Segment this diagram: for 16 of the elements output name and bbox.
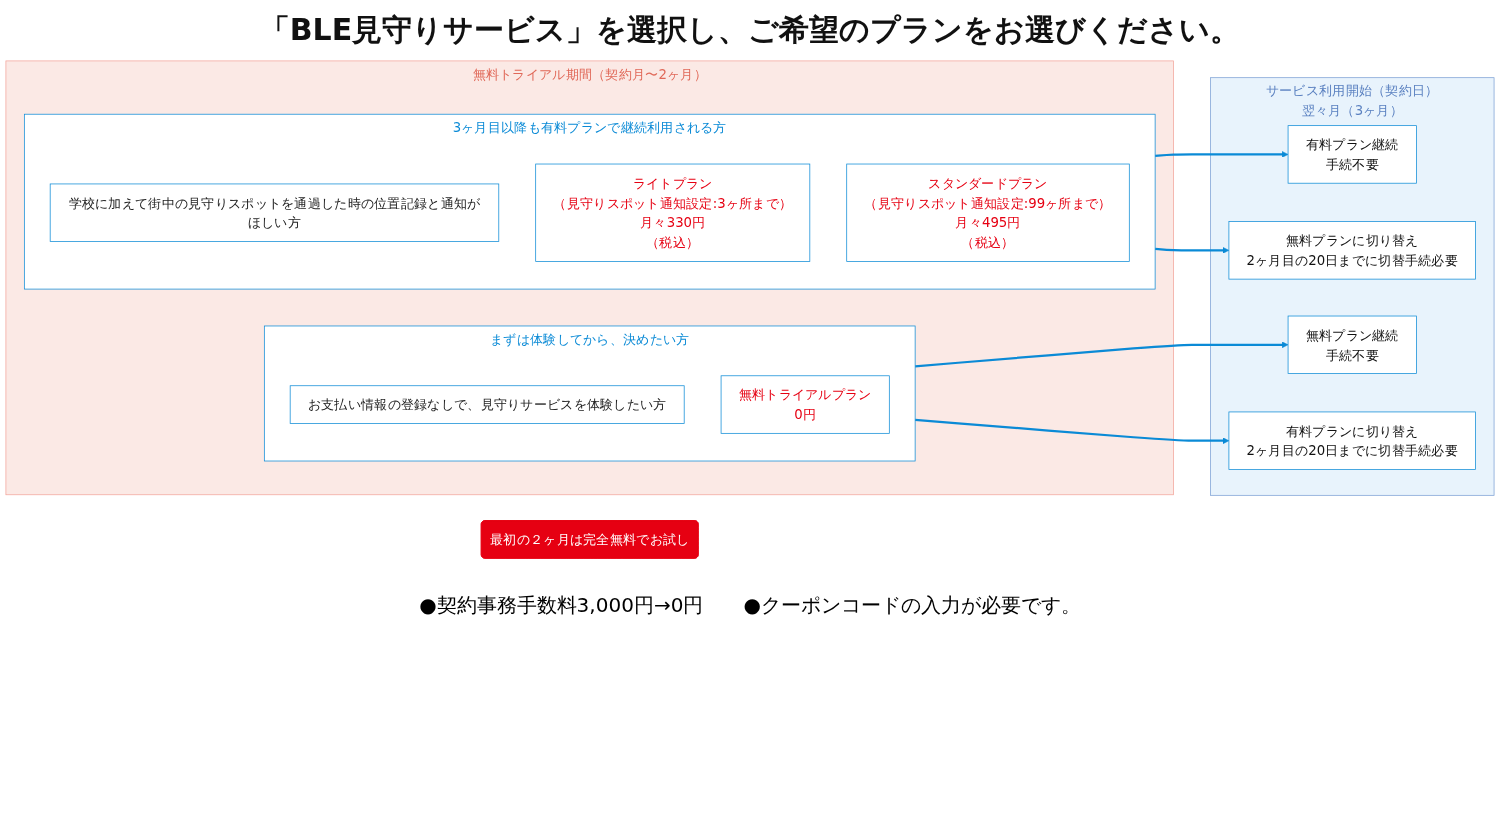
node-box: お支払い情報の登録なしで、見守りサービスを体験したい方 [289,385,685,424]
node-box: 学校に加えて街中の見守りスポットを通過した時の位置記録と通知がほしい方 [49,183,500,242]
node-box: 有料プラン継続 手続不要 [1287,125,1417,184]
arrow [915,341,1289,368]
node-box: ライトプラン （見守りスポット通知設定:3ヶ所まで） 月々330円 （税込） [535,163,811,262]
node-box: スタンダードプラン （見守りスポット通知設定:99ヶ所まで） 月々495円 （税込） [846,163,1130,262]
arrow [1155,151,1289,158]
node-box: 有料プランに切り替え 2ヶ月目の20日までに切替手続必要 [1228,411,1476,470]
arrow [915,418,1230,444]
node-box: 無料トライアルプラン 0円 [720,375,890,434]
node-box: 無料プラン継続 手続不要 [1287,315,1417,374]
footnote: ●契約事務手数料3,000円→0円 [419,592,704,620]
node-box: 無料プランに切り替え 2ヶ月目の20日までに切替手続必要 [1228,221,1476,280]
footnote: ●クーポンコードの入力が必要です。 [743,592,1081,620]
page-title: 「BLE見守りサービス」を選択し、ご希望のプランをお選びください。 [258,11,1242,49]
arrow [1155,247,1230,254]
